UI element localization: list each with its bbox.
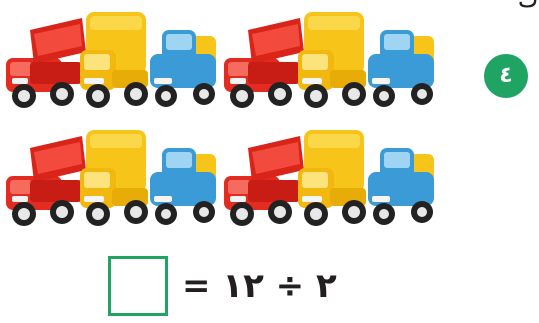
toy-group-row1-right (224, 12, 434, 108)
toy-group-row2-left (6, 130, 216, 226)
toy-trucks-illustration (0, 0, 460, 232)
question-number-badge: ٤ (484, 54, 528, 98)
toy-group-row2-right (224, 130, 434, 226)
division-equation: = ٢ ÷ ١٢ (108, 253, 337, 319)
equation-text: = ٢ ÷ ١٢ (182, 266, 337, 306)
toy-group-row1-left (6, 12, 216, 108)
answer-box[interactable] (108, 256, 168, 316)
page-corner-text: ك (518, 0, 539, 12)
